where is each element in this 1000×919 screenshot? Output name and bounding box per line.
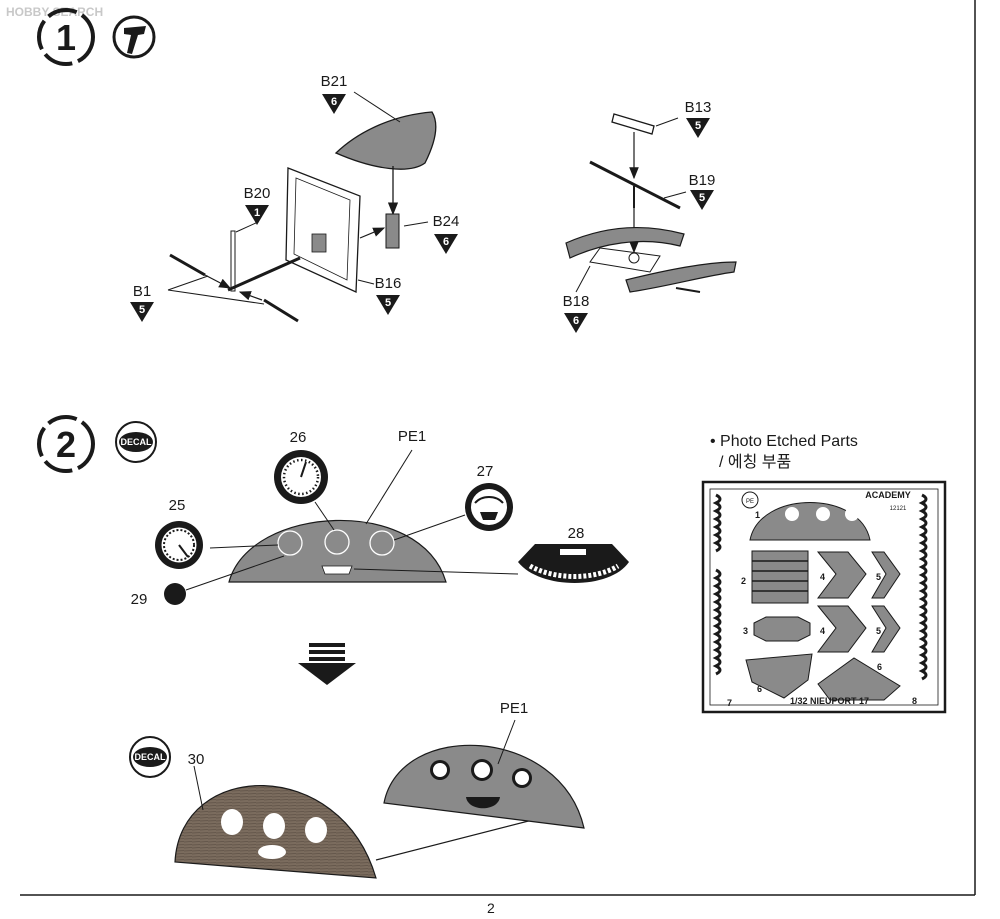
pe-fret: PE ACADEMY 12121 1 2 3 4 4 5 5 6 6 7 8 1… (701, 480, 947, 714)
part-b24 (359, 213, 429, 249)
callout-27: 27 (477, 463, 494, 480)
decal-icon-text: DECAL (121, 437, 153, 447)
label-b21-qty: 6 (331, 96, 337, 108)
callout-26: 26 (290, 429, 307, 446)
step2-badge: 2 (37, 415, 95, 473)
gauge-27: 27 (393, 463, 513, 541)
pe-n1: 1 (755, 510, 760, 520)
pe-brand: ACADEMY (865, 490, 911, 500)
photo-etched-title: • Photo Etched Parts (710, 433, 858, 450)
label-b19-text: B19 (689, 172, 716, 189)
callout-28: 28 (568, 525, 585, 542)
part-b16-frame (285, 167, 375, 293)
gauge-26: 26 (274, 429, 335, 531)
callout-29: 29 (131, 591, 148, 608)
label-b21: B21 6 (321, 73, 348, 114)
label-b1-text: B1 (133, 283, 151, 300)
label-b16-qty: 5 (385, 297, 391, 309)
callout-25: 25 (169, 497, 186, 514)
label-b18-qty: 6 (573, 315, 579, 327)
step1-number: 1 (56, 17, 76, 58)
part-b20-b1-rods (167, 221, 301, 323)
part-b18-floor (565, 227, 737, 293)
pe-n8: 8 (912, 696, 917, 706)
label-b24-text: B24 (433, 213, 460, 230)
wood-panel-30: 30 (174, 751, 554, 879)
callout-pe1: PE1 (398, 428, 426, 445)
decal-icon-2-text: DECAL (135, 752, 167, 762)
label-b24-qty: 6 (443, 236, 449, 248)
label-b18-text: B18 (563, 293, 590, 310)
photo-etched-subtitle: / 에칭 부품 (719, 453, 791, 471)
label-b1-qty: 5 (139, 304, 145, 316)
label-b13-qty: 5 (695, 120, 701, 132)
pe-n2: 2 (741, 576, 746, 586)
pe-n5b: 5 (876, 626, 881, 636)
label-b1: B1 5 (130, 283, 154, 322)
label-b20: B20 1 (244, 185, 271, 225)
label-b13-text: B13 (685, 99, 712, 116)
pe-code: 12121 (890, 506, 907, 512)
step2-number: 2 (56, 424, 76, 465)
pe-n3: 3 (743, 626, 748, 636)
step1-badge: 1 (37, 8, 95, 66)
label-b13: B13 5 (685, 99, 712, 138)
label-b19-qty: 5 (699, 192, 705, 204)
label-b24: B24 6 (433, 213, 460, 254)
down-arrow (298, 643, 356, 685)
pe-n6b: 6 (877, 662, 882, 672)
part-29: 29 (131, 555, 285, 608)
instrument-panel (228, 519, 447, 583)
panel-finished: PE1 (383, 700, 585, 829)
label-b18: B18 6 (563, 293, 590, 333)
pe-kit-name: 1/32 NIEUPORT 17 (790, 696, 869, 706)
label-b16-text: B16 (375, 275, 402, 292)
label-b16: B16 5 (375, 275, 402, 315)
label-b21-text: B21 (321, 73, 348, 90)
label-b20-qty: 1 (254, 207, 260, 219)
pe-n6a: 6 (757, 684, 762, 694)
pe-n4b: 4 (820, 626, 825, 636)
decal-icon: DECAL (115, 421, 157, 463)
pe-n7: 7 (727, 698, 732, 708)
pe-n4a: 4 (820, 572, 825, 582)
part-b13 (611, 113, 679, 180)
pe1-callout: PE1 (365, 428, 426, 525)
callout-30: 30 (188, 751, 205, 768)
pe-n5a: 5 (876, 572, 881, 582)
part-b21-seat (334, 91, 437, 216)
decal-icon-2: DECAL (129, 736, 171, 778)
label-b19: B19 5 (689, 172, 716, 210)
label-b20-text: B20 (244, 185, 271, 202)
gauge-25: 25 (155, 497, 279, 569)
page-number: 2 (487, 900, 495, 916)
gauge-28: 28 (353, 525, 629, 583)
callout-pe1-bottom: PE1 (500, 700, 528, 717)
cement-tool-icon (112, 15, 156, 59)
pe-mark: PE (746, 499, 754, 505)
